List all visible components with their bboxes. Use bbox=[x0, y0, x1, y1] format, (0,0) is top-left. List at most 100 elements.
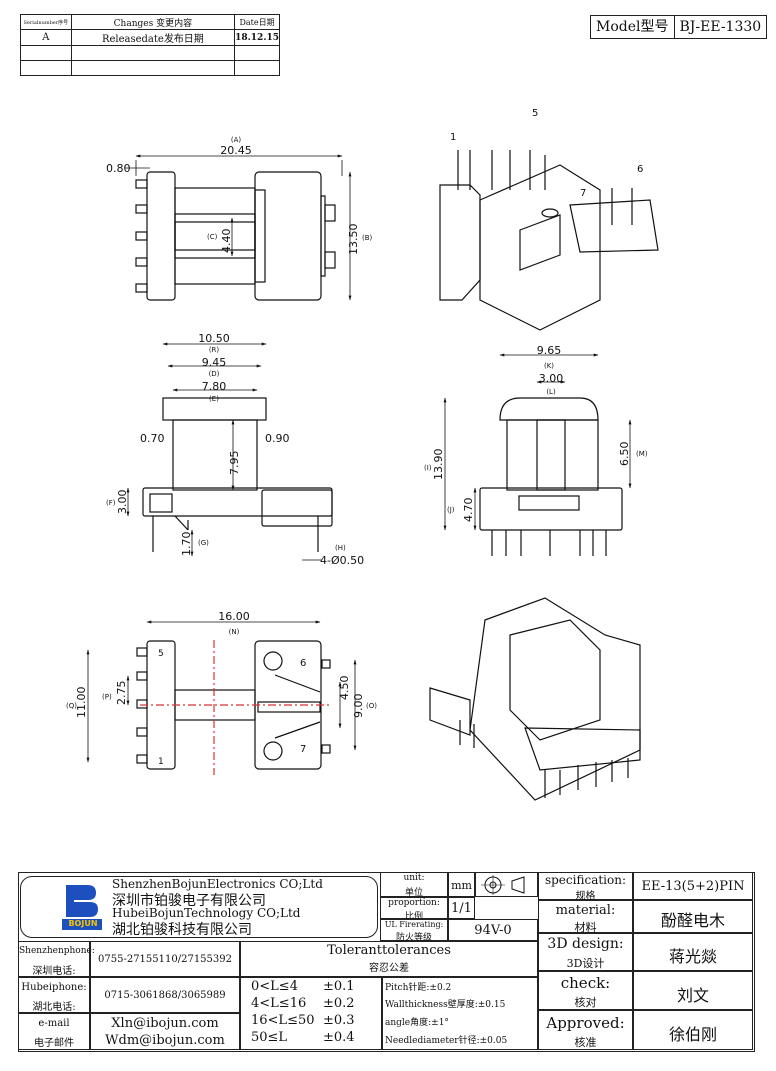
material-value-cell: 酚醛电木 bbox=[633, 900, 753, 933]
dim-label: (R) bbox=[209, 346, 220, 354]
approved-label-cell: Approved: 核准 bbox=[538, 1010, 633, 1050]
dim-value: 0.70 bbox=[140, 432, 165, 445]
dim-label: (C) bbox=[207, 233, 218, 241]
design-label-cell: 3D design: 3D设计 bbox=[538, 933, 633, 971]
dim-label: (Q) bbox=[66, 702, 77, 710]
front-view bbox=[479, 397, 623, 556]
dim-value: 20.45 bbox=[220, 144, 252, 157]
design-value-cell: 蒋光燚 bbox=[633, 933, 753, 971]
check-label-cell: check: 核对 bbox=[538, 971, 633, 1010]
top-view bbox=[135, 171, 336, 301]
dim-value: 4.40 bbox=[220, 229, 233, 254]
unit-value-cell: mm bbox=[448, 872, 475, 897]
dim-label: (I) bbox=[424, 464, 432, 472]
tolerance-table: 0<L≤4 ±0.1 4<L≤16 ±0.2 16<L≤50 ±0.3 50≤L… bbox=[240, 977, 382, 1050]
dim-label: (G) bbox=[198, 539, 209, 547]
hb-phone-value-cell: 0715-3061868/3065989 bbox=[90, 977, 240, 1013]
model-label: Model型号 bbox=[596, 19, 669, 35]
email-1: Xln@ibojun.com bbox=[111, 1016, 219, 1031]
dim-value: 7.95 bbox=[228, 451, 241, 476]
dim-value: 4.70 bbox=[462, 498, 475, 523]
tolerance-notes: Pitch针距:±0.2 Wallthickness壁厚度:±0.15 angl… bbox=[382, 977, 538, 1050]
dim-value: 9.45 bbox=[202, 356, 227, 369]
dim-value: 13.50 bbox=[347, 224, 360, 256]
dim-value: 3.00 bbox=[539, 372, 564, 385]
bojun-logo bbox=[62, 885, 102, 930]
material-label-cell: material: 材料 bbox=[538, 900, 633, 934]
dim-label: (J) bbox=[447, 506, 455, 514]
table-row bbox=[20, 60, 280, 76]
dim-value: 4-Ø0.50 bbox=[320, 554, 364, 567]
table-row bbox=[20, 45, 280, 61]
dim-value: 1.70 bbox=[180, 532, 193, 557]
dim-value: 13.90 bbox=[432, 449, 445, 481]
dim-label: (H) bbox=[335, 544, 346, 552]
iso-pin-label: 5 bbox=[532, 108, 538, 119]
iso-pin-label: 6 bbox=[637, 164, 643, 175]
iso-view-top bbox=[439, 150, 659, 331]
company-en1: ShenzhenBojunElectronics CO;Ltd bbox=[112, 877, 323, 891]
side-view bbox=[142, 397, 333, 552]
company-cn1: 深圳市铂骏电子有限公司 bbox=[112, 893, 266, 909]
revision-table: Serialnumber序号 Changes 变更内容 Date日期 A Rel… bbox=[20, 14, 280, 76]
dim-value: 9.65 bbox=[537, 344, 562, 357]
dim-label: (L) bbox=[546, 388, 556, 396]
iso-pin-label: 7 bbox=[580, 188, 586, 199]
spec-label-cell: specification: 规格 bbox=[538, 872, 633, 902]
dim-label: (D) bbox=[209, 370, 220, 378]
iso-view-bottom bbox=[429, 597, 641, 801]
dim-value: 4.50 bbox=[338, 676, 351, 701]
ul-label-cell: UL Firerating: 防火等级 bbox=[380, 919, 448, 943]
approved-value-cell: 徐伯刚 bbox=[633, 1010, 753, 1050]
technical-drawing: (A) 20.45 (B) 13.50 (C) 4.40 0.80 (R) 10… bbox=[66, 108, 659, 801]
bottom-view bbox=[136, 640, 331, 775]
sz-phone-label-cell: Shenzhenphone: 深圳电话: bbox=[18, 941, 95, 977]
dim-value: 10.50 bbox=[198, 332, 230, 345]
company-box bbox=[20, 876, 378, 938]
rev-cell bbox=[70, 60, 236, 76]
dim-value: 0.90 bbox=[265, 432, 290, 445]
email-value-cell: Xln@ibojun.com Wdm@ibojun.com bbox=[90, 1013, 240, 1050]
dim-label: (B) bbox=[362, 234, 373, 242]
email-label-cell: e-mail 电子邮件 bbox=[18, 1013, 90, 1050]
dim-value: 2.75 bbox=[115, 681, 128, 706]
dim-label: (N) bbox=[229, 628, 240, 636]
pin-label: 7 bbox=[300, 744, 306, 755]
sz-phone-value-cell: 0755-27155110/27155392 bbox=[90, 941, 240, 977]
proportion-value-cell: 1/1 bbox=[448, 897, 475, 919]
check-value-cell: 刘文 bbox=[633, 971, 753, 1010]
company-en2: HubeiBojunTechnology CO;Ltd bbox=[112, 906, 301, 920]
dim-value: 11.00 bbox=[75, 687, 88, 719]
dim-value: 0.80 bbox=[106, 162, 131, 175]
unit-label-cell: unit: 单位 bbox=[380, 872, 448, 898]
rev-cell bbox=[234, 60, 280, 76]
model-value: BJ-EE-1330 bbox=[673, 16, 767, 38]
hb-phone-label-cell: Hubeiphone: 湖北电话: bbox=[18, 977, 90, 1013]
dim-label: (K) bbox=[544, 362, 554, 370]
tolerance-header-cell: Toleranttolerances 容忍公差 bbox=[240, 941, 538, 977]
ul-value-cell: 94V-0 bbox=[448, 919, 538, 941]
dim-label: (O) bbox=[366, 702, 377, 710]
pin-label: 5 bbox=[158, 649, 164, 659]
dim-value: 7.80 bbox=[202, 380, 227, 393]
dim-label: (P) bbox=[102, 693, 112, 701]
dim-value: 9.00 bbox=[352, 694, 365, 719]
dim-label: (F) bbox=[106, 499, 116, 507]
dim-label: (M) bbox=[636, 450, 648, 458]
dim-label: (A) bbox=[231, 136, 242, 144]
iso-pin-label: 1 bbox=[450, 132, 456, 143]
model-box: Model型号 BJ-EE-1330 bbox=[590, 15, 768, 39]
logo-text: BOJUN bbox=[68, 919, 98, 928]
dim-value: 16.00 bbox=[218, 610, 250, 623]
spec-value-cell: EE-13(5+2)PIN bbox=[633, 872, 753, 900]
dim-value: 3.00 bbox=[116, 490, 129, 515]
projection-icon bbox=[481, 875, 525, 895]
pin-label: 6 bbox=[300, 658, 306, 669]
pin-label: 1 bbox=[158, 757, 164, 767]
dim-value: 6.50 bbox=[618, 442, 631, 467]
company-cn2: 湖北铂骏科技有限公司 bbox=[112, 922, 252, 938]
projection-symbol bbox=[475, 872, 538, 897]
dim-label: (E) bbox=[209, 395, 219, 403]
email-2: Wdm@ibojun.com bbox=[105, 1033, 225, 1048]
proportion-label-cell: proportion: 比例 bbox=[380, 897, 448, 922]
